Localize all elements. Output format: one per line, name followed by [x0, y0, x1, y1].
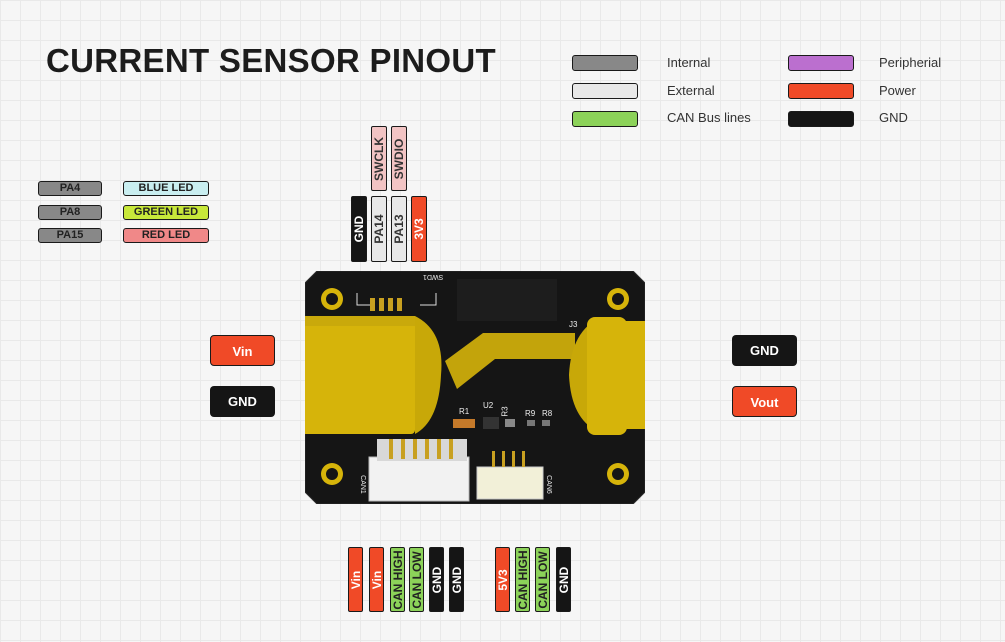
can1-pin-can-high-label: CAN HIGH	[390, 549, 405, 610]
led-pin-pa4: PA4	[38, 181, 102, 196]
can6-pin-can-high-label: CAN HIGH	[515, 549, 530, 610]
left-pin-gnd: GND	[210, 386, 275, 417]
legend-label-peripheral: Peripherial	[879, 55, 942, 70]
silk-r9: R9	[525, 409, 536, 418]
can1-pin-vin-2: Vin	[369, 547, 384, 612]
silk-r8: R8	[542, 409, 553, 418]
swd-pin-3v3: 3V3	[411, 196, 427, 262]
right-pin-gnd: GND	[732, 335, 797, 366]
legend-label-external: External	[667, 83, 715, 98]
legend-swatch-external	[572, 83, 638, 99]
silk-swd1: SWD1	[423, 273, 444, 280]
can6-pin-5v3: 5V3	[495, 547, 510, 612]
swd-pin-pa13-label: PA13	[392, 214, 406, 244]
legend-swatch-can	[572, 111, 638, 127]
can6-pin-5v3-label: 5V3	[495, 568, 510, 591]
silk-can1: CAN1	[358, 475, 366, 494]
swd-pin-swclk: SWCLK	[371, 126, 387, 191]
can1-pin-gnd-1: GND	[429, 547, 444, 612]
pcb-illustration	[295, 270, 705, 505]
legend-swatch-gnd	[788, 111, 854, 127]
swd-pin-pa13: PA13	[391, 196, 407, 262]
legend-swatch-power	[788, 83, 854, 99]
can6-pin-gnd-label: GND	[556, 566, 571, 593]
silk-j3: J3	[569, 320, 578, 329]
legend-label-internal: Internal	[667, 55, 711, 70]
can6-pin-can-high: CAN HIGH	[515, 547, 530, 612]
can1-pin-gnd-2-label: GND	[449, 566, 464, 593]
can1-pin-can-low: CAN LOW	[409, 547, 424, 612]
swd-pin-pa14: PA14	[371, 196, 387, 262]
led-red: RED LED	[123, 228, 209, 243]
can6-pin-gnd: GND	[556, 547, 571, 612]
led-pin-pa8: PA8	[38, 205, 102, 220]
led-pin-pa15: PA15	[38, 228, 102, 243]
can1-pin-vin-1: Vin	[348, 547, 363, 612]
can1-pin-gnd-1-label: GND	[429, 566, 444, 593]
swd-pin-swclk-label: SWCLK	[372, 136, 386, 181]
right-pin-vout: Vout	[732, 386, 797, 417]
silk-u2: U2	[483, 401, 494, 410]
pcb-board: SWD1 J3 R1 U2 R3 R9 R8 CAN1 CAN6	[295, 270, 705, 505]
swd-pin-gnd-label: GND	[352, 215, 366, 243]
can1-pin-vin-2-label: Vin	[369, 570, 384, 589]
can1-pin-can-high: CAN HIGH	[390, 547, 405, 612]
legend-label-can: CAN Bus lines	[667, 110, 751, 125]
legend-label-gnd: GND	[879, 110, 908, 125]
led-blue: BLUE LED	[123, 181, 209, 196]
swd-pin-swdio-label: SWDIO	[392, 138, 406, 179]
legend-swatch-internal	[572, 55, 638, 71]
can1-pin-vin-1-label: Vin	[348, 570, 363, 589]
silk-can6: CAN6	[544, 475, 552, 494]
silk-r1: R1	[459, 407, 470, 416]
can6-pin-can-low: CAN LOW	[535, 547, 550, 612]
can1-pin-can-low-label: CAN LOW	[409, 550, 424, 609]
left-pin-vin: Vin	[210, 335, 275, 366]
legend-swatch-peripheral	[788, 55, 854, 71]
page-title: CURRENT SENSOR PINOUT	[46, 42, 496, 79]
swd-pin-gnd: GND	[351, 196, 367, 262]
led-green: GREEN LED	[123, 205, 209, 220]
mounting-holes	[321, 288, 629, 485]
swd-pin-3v3-label: 3V3	[412, 218, 426, 240]
legend-label-power: Power	[879, 83, 916, 98]
can1-pin-gnd-2: GND	[449, 547, 464, 612]
swd-pin-pa14-label: PA14	[372, 214, 386, 244]
can6-pin-can-low-label: CAN LOW	[535, 550, 550, 609]
swd-pin-swdio: SWDIO	[391, 126, 407, 191]
silk-r3: R3	[500, 406, 510, 417]
